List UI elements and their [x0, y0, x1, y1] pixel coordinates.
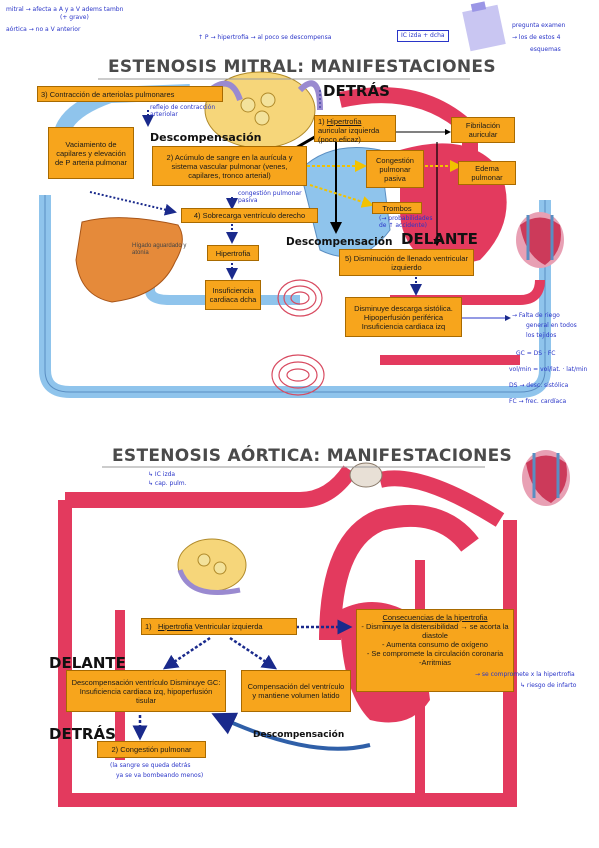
- aorta-upper-illustration: [65, 465, 357, 508]
- note-ic-box: IC izda + dcha: [397, 30, 449, 42]
- liver-illustration: [75, 217, 183, 303]
- box-disminuye-descarga: Disminuye descarga sistólica. Hipoperfus…: [345, 297, 462, 337]
- capillary-bed-1: [277, 279, 323, 317]
- aortica-note-2: ↳ cap. pulm.: [148, 480, 187, 487]
- decompensation-curve-arrow: [211, 712, 371, 751]
- side-note-6: DS → desc. sistólica: [509, 382, 569, 389]
- box-insuficiencia-dcha: Insuficiencia cardiaca dcha: [205, 280, 261, 310]
- box-fibrilacion: Fibrilación auricular: [451, 117, 515, 143]
- note-top-left-3: aórtica → no a V anterior: [6, 26, 81, 33]
- mitral-descompensacion-2: Descompensación: [286, 236, 393, 248]
- box1-rest: auricular izquierda (poco eficaz): [318, 126, 380, 144]
- box-1-hipertrofia-auricular: 1) Hipertrofia auricular izquierda (poco…: [314, 115, 396, 144]
- aortica-note-1: ↳ IC izda: [148, 471, 176, 478]
- aortica-bottom-note-2: ya se va bombeando menos): [116, 772, 204, 779]
- side-note-4: GC = DS · FC: [516, 350, 556, 357]
- mitral-detras: DETRÁS: [323, 82, 390, 100]
- aortica-box1-rest: Ventricular izquierda: [194, 622, 263, 631]
- box-hipertrofia: Hipertrofia: [207, 245, 259, 261]
- side-note-5: vol/min = vol/lat. · lat/min: [509, 366, 588, 373]
- note-trombos-2: de ↑ accidente): [379, 222, 427, 229]
- consecuencias-box: Consecuencias de la hipertrofia - Dismin…: [356, 609, 514, 692]
- box1-num: 1): [318, 117, 325, 126]
- box-4-sobrecarga: 4) Sobrecarga ventrículo derecho: [181, 208, 318, 223]
- consecuencias-item-2: - Aumenta consumo de oxígeno: [382, 640, 488, 649]
- consecuencias-title: Consecuencias de la hipertrofia: [382, 613, 488, 622]
- note-congestion-1: congestión pulmonar: [238, 190, 302, 197]
- aortica-box1-num: 1): [145, 622, 152, 631]
- aortica-box-1-hipertrofia: 1) Hipertrofia Ventricular izquierda: [141, 618, 297, 635]
- box-3-contraccion: 3) Contracción de arteriolas pulmonares: [37, 86, 223, 102]
- note-reflejo-1: reflejo de contracción: [150, 104, 216, 111]
- note-top-left-1: mitral → afecta a A y a V adems tambn: [6, 6, 124, 13]
- box1-hipertrofia: Hipertrofia: [326, 117, 362, 126]
- note-congestion-2: pasiva: [238, 197, 258, 204]
- mitral-delante: DELANTE: [401, 230, 478, 248]
- heart-thumbnail-1: [516, 212, 564, 268]
- aortic-arch-illustration: [319, 504, 479, 641]
- consecuencias-item-1: - Disminuye la distensibilidad → se acor…: [361, 622, 509, 640]
- aortica-box-2-congestion: 2) Congestión pulmonar: [97, 741, 206, 758]
- mitral-descompensacion-1: Descompensación: [150, 131, 262, 144]
- note-right-1: pregunta examen: [512, 22, 566, 29]
- sticky-note-icon: [462, 1, 506, 52]
- heart-thumbnail-2: [522, 450, 570, 506]
- aortica-detras: DETRÁS: [49, 725, 116, 743]
- capillary-bed-2: [271, 354, 325, 396]
- brain-illustration: [349, 462, 383, 488]
- box-congestion: Congestión pulmonar pasiva: [366, 150, 424, 188]
- aortica-bottom-note-1: (la sangre se queda detrás: [110, 762, 191, 769]
- aortica-title: ESTENOSIS AÓRTICA: MANIFESTACIONES: [112, 446, 513, 466]
- box-descompensacion-ventriculo: Descompensación ventrículo Disminuye GC:…: [66, 670, 226, 712]
- box-trombos: Trombos: [372, 202, 422, 214]
- side-note-3: los tejidos: [526, 332, 557, 339]
- consecuencias-item-3: - Se compromete la circulación coronaria: [366, 649, 504, 658]
- box-compensacion: Compensación del ventrículo y mantiene v…: [241, 670, 351, 712]
- side-note-1: → Falta de riego: [512, 312, 560, 319]
- aortica-box1-hipertrofia: Hipertrofia: [157, 622, 193, 631]
- box-5-disminucion: 5) Disminución de llenado ventricular iz…: [339, 249, 474, 276]
- note-top-left-2: (+ grave): [60, 14, 89, 21]
- aortica-side-note-2: ↳ riesgo de infarto: [520, 682, 577, 689]
- note-trombos-1: (→ probabilidades: [379, 215, 433, 222]
- side-note-2: general en todos: [526, 322, 577, 329]
- aortica-side-note-1: → se compromete x la hipertrofia: [475, 671, 575, 678]
- side-note-7: FC → frec. cardíaca: [509, 398, 567, 405]
- note-reflejo-2: arteriolar: [150, 111, 178, 118]
- box-vaciamiento: Vaciamiento de capilares y elevación de …: [48, 127, 134, 179]
- aortica-delante: DELANTE: [49, 654, 126, 672]
- note-top-center: ↑ P → hipertrofia → al poco se descompen…: [198, 34, 332, 41]
- note-right-2: → los de estos 4: [512, 34, 561, 41]
- consecuencias-item-4: -Arritmias: [418, 658, 452, 667]
- box-edema: Edema pulmonar: [458, 161, 516, 185]
- mitral-title: ESTENOSIS MITRAL: MANIFESTACIONES: [108, 57, 496, 77]
- aortica-descompensacion: Descompensación: [253, 730, 345, 740]
- box-2-acumulo: 2) Acúmulo de sangre en la aurícula y si…: [152, 146, 307, 186]
- liver-label: Hígado aguardado y atonía: [132, 243, 187, 256]
- note-right-3: esquemas: [530, 46, 561, 53]
